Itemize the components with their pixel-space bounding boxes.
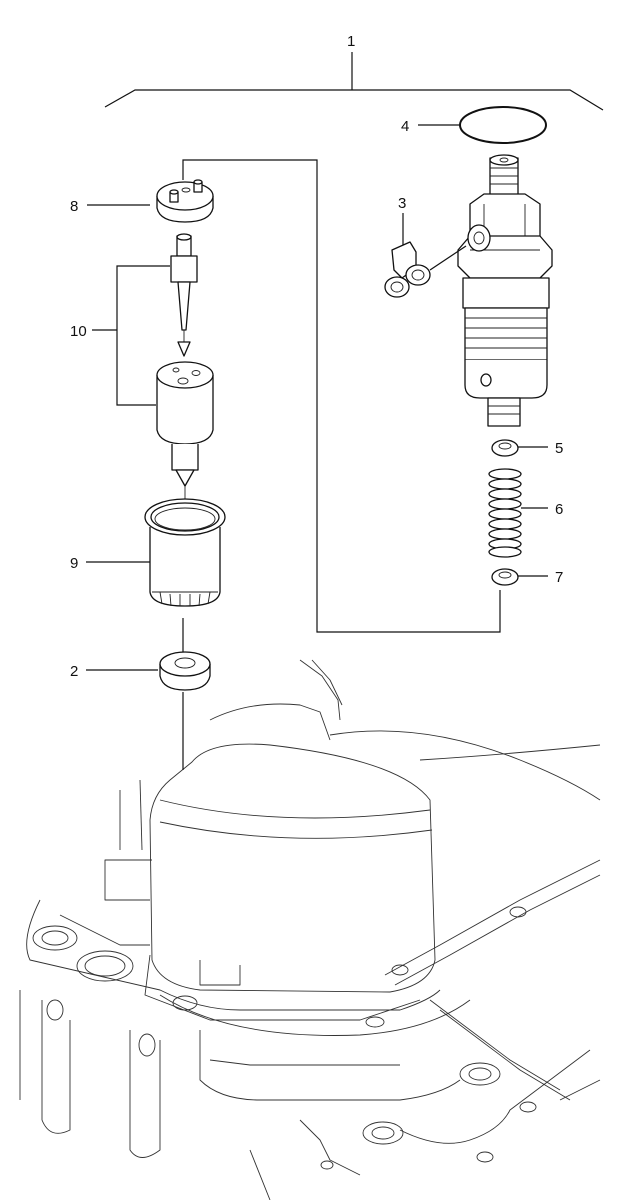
callout-5: 5: [555, 440, 563, 457]
nozzle-body: [156, 361, 214, 520]
leader-10: [116, 265, 170, 406]
callout-8: 8: [70, 198, 78, 215]
assembly-bracket: [104, 52, 604, 111]
spring: [488, 468, 522, 558]
callout-6: 6: [555, 501, 563, 518]
nozzle-holder: [457, 154, 553, 427]
o-ring: [459, 106, 547, 144]
callout-4: 4: [401, 118, 409, 135]
washer-lower: [491, 568, 519, 586]
callout-2: 2: [70, 663, 78, 680]
callout-9: 9: [70, 555, 78, 572]
washer: [491, 439, 519, 457]
cylinder-head-outline: [19, 659, 601, 1200]
nozzle-needle: [170, 233, 198, 357]
callout-1: 1: [347, 33, 355, 50]
spacer-plate: [156, 179, 214, 223]
callout-3: 3: [398, 195, 406, 212]
assembly-connector-top: [182, 159, 501, 633]
callout-7: 7: [555, 569, 563, 586]
callout-10: 10: [70, 323, 87, 340]
gasket: [159, 618, 211, 770]
nozzle-nut: [144, 498, 226, 607]
clip-bracket: [384, 241, 467, 298]
